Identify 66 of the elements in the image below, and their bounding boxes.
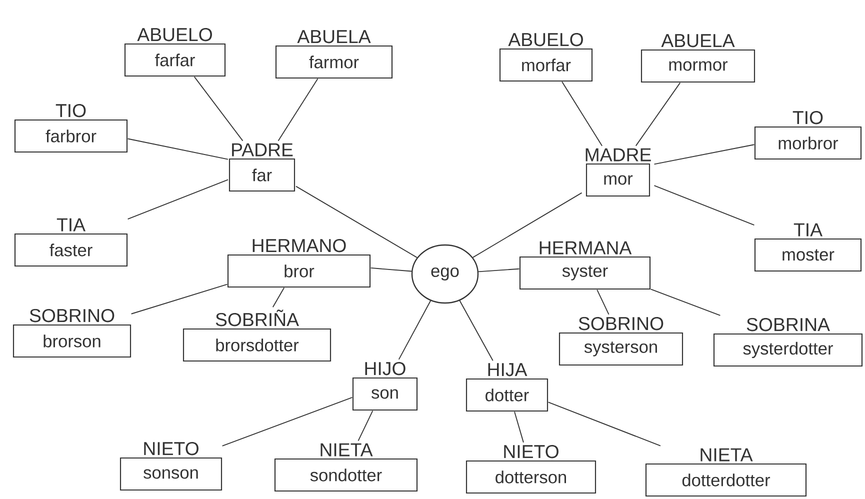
connector-line	[127, 179, 228, 220]
connector-line	[398, 300, 432, 360]
connector-line	[635, 82, 681, 146]
term-box: far	[228, 158, 296, 192]
connector-line	[222, 396, 353, 446]
heading-label: SOBRINA	[746, 318, 830, 332]
connector-line	[478, 268, 520, 272]
heading-label: HIJA	[488, 363, 528, 376]
term-box: son	[352, 377, 418, 411]
heading-label: ABUELO	[137, 28, 212, 42]
term-box: dotterdotter	[645, 463, 807, 497]
connector-line	[548, 402, 661, 446]
connector-line	[654, 185, 755, 226]
connector-line	[296, 186, 418, 258]
heading-label: NIETA	[700, 448, 753, 462]
connector-line	[650, 288, 721, 316]
connector-line	[127, 138, 228, 160]
term-box: dotterson	[466, 460, 596, 494]
heading-label: TIO	[792, 110, 823, 124]
term-box: faster	[14, 233, 128, 267]
term-box: sondotter	[274, 458, 418, 492]
heading-label: SOBRINO	[30, 308, 114, 322]
heading-label: TIA	[56, 218, 86, 232]
connector-line	[358, 410, 374, 442]
connector-line	[459, 300, 494, 362]
term-box: brorsdotter	[182, 328, 332, 362]
term-box: systerson	[558, 332, 684, 366]
term-box: morbror	[754, 126, 862, 160]
heading-label: MADRE	[586, 148, 651, 162]
heading-label: HERMANO	[252, 238, 346, 252]
term-box: syster	[519, 256, 651, 290]
term-box: systerdotter	[713, 333, 863, 367]
heading-label: HIJO	[365, 362, 406, 376]
connector-line	[194, 76, 244, 142]
term-box: dotter	[466, 378, 548, 412]
heading-label: NIETA	[320, 443, 373, 456]
term-box: farbror	[14, 119, 128, 153]
connector-line	[562, 81, 603, 146]
heading-label: ABUELO	[508, 32, 583, 46]
heading-label: ABUELA	[661, 34, 735, 48]
term-box: mormor	[640, 49, 756, 83]
connector-line	[514, 411, 524, 443]
term-box: mor	[586, 163, 650, 197]
heading-label: SOBRIÑA	[216, 310, 299, 326]
heading-label: PADRE	[232, 143, 293, 156]
heading-label: ABUELA	[297, 30, 371, 44]
connector-line	[472, 192, 582, 258]
connector-line	[370, 267, 412, 272]
connector-line	[278, 78, 318, 142]
term-box: brorson	[12, 324, 132, 358]
heading-label: TIA	[794, 223, 822, 236]
term-box: morfar	[499, 48, 593, 82]
heading-label: NIETO	[504, 444, 558, 458]
term-box: bror	[227, 254, 371, 288]
heading-label: SOBRINO	[578, 316, 664, 330]
heading-label: HERMANA	[540, 241, 632, 254]
connector-line	[272, 287, 285, 308]
term-box: sonson	[120, 457, 222, 491]
term-box: farmor	[275, 45, 393, 79]
heading-label: NIETO	[144, 442, 198, 456]
heading-label: TIO	[56, 104, 86, 118]
term-box: farfar	[124, 43, 226, 77]
connector-line	[596, 289, 610, 315]
connector-line	[130, 284, 228, 314]
term-box: moster	[754, 238, 862, 272]
connector-line	[654, 144, 755, 165]
